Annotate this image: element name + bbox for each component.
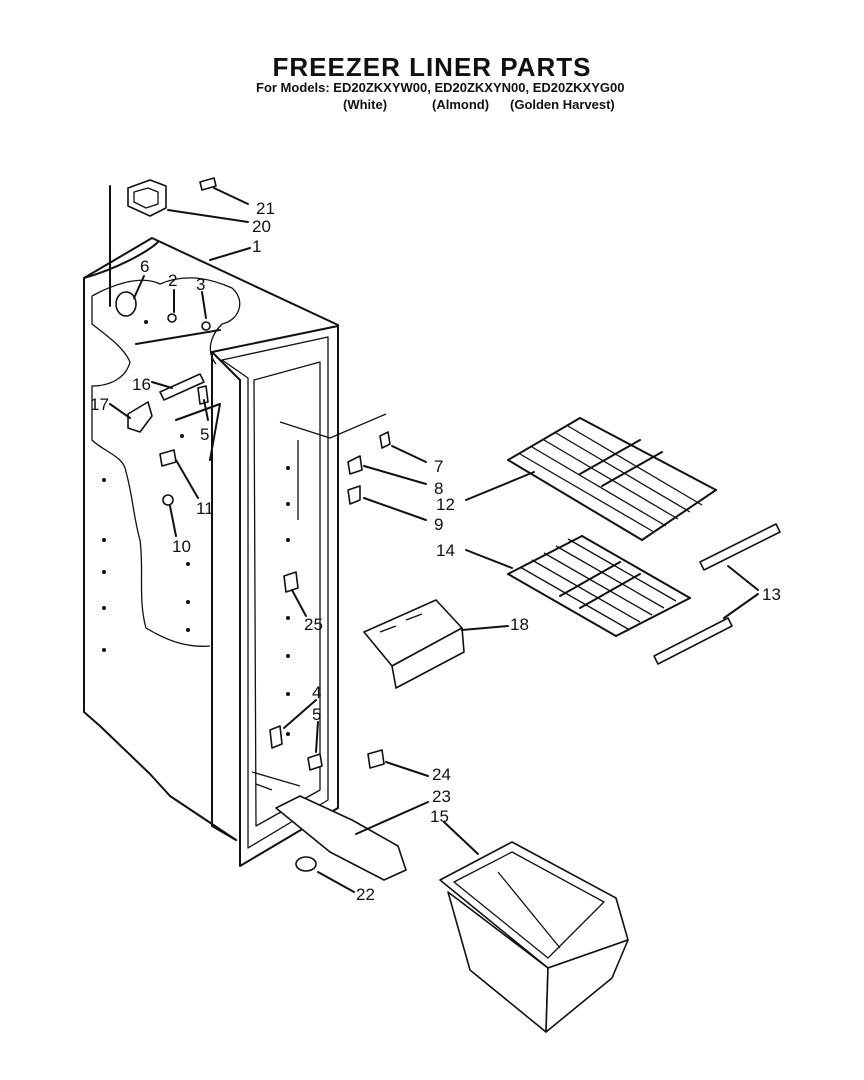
- callout-5: 5: [312, 705, 321, 724]
- callout-6: 6: [140, 257, 149, 276]
- page-title: FREEZER LINER PARTS: [272, 52, 592, 82]
- callout-12: 12: [436, 495, 455, 514]
- callout-1: 1: [252, 237, 261, 256]
- bracket-23: [275, 795, 407, 881]
- models-line: For Models: ED20ZKXYW00, ED20ZKXYN00, ED…: [256, 80, 624, 95]
- callout-10: 10: [172, 537, 191, 556]
- callout-5: 5: [200, 425, 209, 444]
- shelf-rails-13: [653, 523, 781, 665]
- color-white: (White): [343, 97, 388, 112]
- color-golden-harvest: (Golden Harvest): [510, 97, 615, 112]
- callout-21: 21: [256, 199, 275, 218]
- wire-shelf-14: [507, 535, 691, 637]
- callout-20: 20: [252, 217, 271, 236]
- control-housing: [109, 177, 217, 307]
- color-almond: (Almond): [432, 97, 490, 112]
- callout-4: 4: [312, 683, 321, 702]
- liner-small-parts: [115, 291, 391, 872]
- models-prefix: For Models:: [256, 80, 330, 95]
- storage-bin-15: [439, 841, 629, 1033]
- callout-22: 22: [356, 885, 375, 904]
- models-list: ED20ZKXYW00, ED20ZKXYN00, ED20ZKXYG00: [333, 80, 625, 95]
- callout-13: 13: [762, 585, 781, 604]
- callout-14: 14: [436, 541, 455, 560]
- callout-9: 9: [434, 515, 443, 534]
- callout-11: 11: [196, 499, 214, 518]
- callout-7: 7: [434, 457, 443, 476]
- callout-17: 17: [90, 395, 109, 414]
- callout-2: 2: [168, 271, 177, 290]
- callout-16: 16: [132, 375, 151, 394]
- callout-23: 23: [432, 787, 451, 806]
- leader-lines: [109, 187, 759, 893]
- shelf-support-18: [363, 599, 465, 689]
- callout-8: 8: [434, 479, 443, 498]
- callout-18: 18: [510, 615, 529, 634]
- callout-3: 3: [196, 275, 205, 294]
- freezer-liner: [83, 237, 339, 867]
- wire-shelf-12: [507, 417, 717, 541]
- callout-15: 15: [430, 807, 449, 826]
- callout-24: 24: [432, 765, 451, 784]
- callout-25: 25: [304, 615, 323, 634]
